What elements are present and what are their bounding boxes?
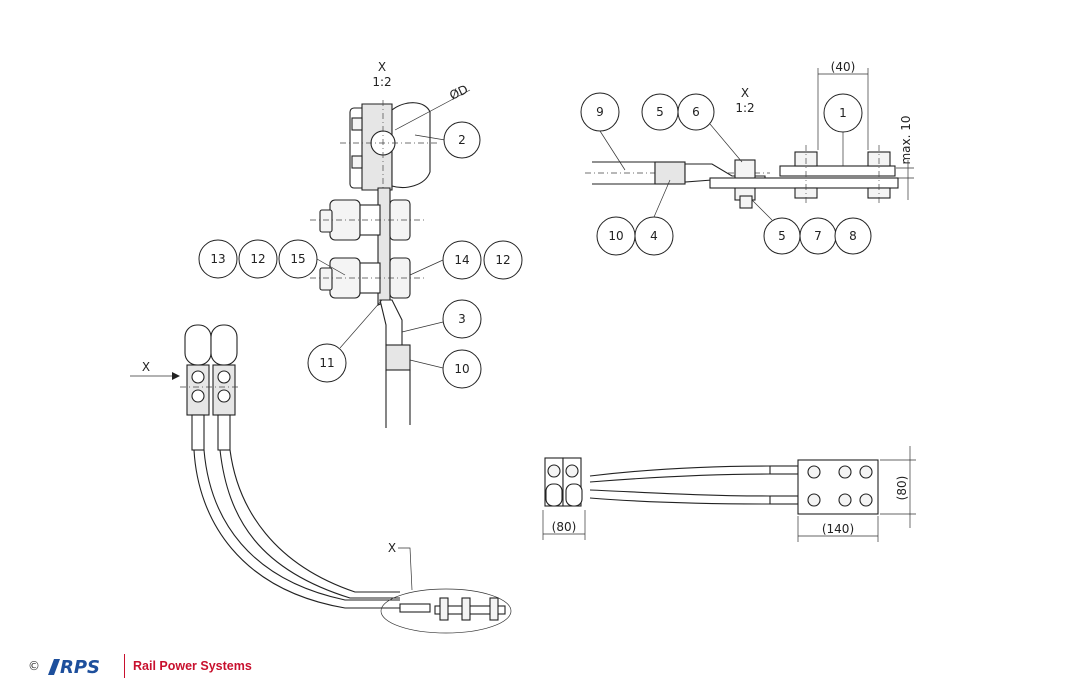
svg-text:5: 5 xyxy=(778,229,786,243)
cable xyxy=(385,369,411,428)
dim-80-side: (80) xyxy=(895,476,909,501)
svg-text:12: 12 xyxy=(250,252,265,266)
copyright-symbol: © xyxy=(28,659,40,673)
svg-text:1: 1 xyxy=(839,106,847,120)
view-arrow-x: X xyxy=(142,360,150,374)
svg-text:6: 6 xyxy=(692,105,700,119)
diameter-label: ØD xyxy=(447,82,470,103)
cable-sleeve xyxy=(385,344,411,371)
dim-80-bottom: (80) xyxy=(552,520,577,534)
footer: © RPS Rail Power Systems xyxy=(28,652,252,680)
balloon-8 xyxy=(834,217,872,255)
balloon-11 xyxy=(307,343,347,383)
balloon-2 xyxy=(443,121,481,159)
dim-140: (140) xyxy=(822,522,854,536)
detail-x-marker xyxy=(380,588,512,634)
svg-text:11: 11 xyxy=(319,356,334,370)
svg-text:10: 10 xyxy=(454,362,469,376)
svg-text:7: 7 xyxy=(814,229,822,243)
cable-lug xyxy=(379,299,403,346)
svg-text:RPS: RPS xyxy=(60,657,100,678)
cable-curve-2 xyxy=(219,449,400,599)
view-x-label: X xyxy=(378,60,386,74)
balloon-10 xyxy=(442,349,482,389)
dim-40: (40) xyxy=(831,60,856,74)
view-x-scale-2: 1:2 xyxy=(735,101,754,115)
top-view-assembly: (80) (140) (80) xyxy=(542,446,916,542)
svg-text:12: 12 xyxy=(495,253,510,267)
view-x-scale: 1:2 xyxy=(372,75,391,89)
svg-text:14: 14 xyxy=(454,253,469,267)
connecting-bar xyxy=(779,165,896,177)
svg-text:8: 8 xyxy=(849,229,857,243)
rail-plate xyxy=(709,177,899,189)
svg-text:3: 3 xyxy=(458,312,466,326)
detail-view-x: X 1:2 ØD 2 13 1 xyxy=(198,60,523,428)
overview-curved-cables: X X xyxy=(130,324,512,634)
balloon-12-left xyxy=(238,239,278,279)
max-10-label: max. 10 xyxy=(899,115,913,164)
balloon-12-right xyxy=(483,240,523,280)
footer-separator xyxy=(124,654,125,678)
svg-text:9: 9 xyxy=(596,105,604,119)
svg-text:2: 2 xyxy=(458,133,466,147)
svg-text:15: 15 xyxy=(290,252,305,266)
rps-logo-icon: RPS xyxy=(48,657,100,678)
balloon-13 xyxy=(198,239,238,279)
view-x-label-2: X xyxy=(741,86,749,100)
cable-curve-1 xyxy=(193,449,400,609)
balloon-3 xyxy=(442,299,482,339)
company-name: Rail Power Systems xyxy=(133,659,252,673)
svg-text:5: 5 xyxy=(656,105,664,119)
clamp-jaw xyxy=(391,102,431,189)
detail-x-callout: X xyxy=(388,541,396,555)
balloon-6 xyxy=(677,93,715,131)
svg-text:13: 13 xyxy=(210,252,225,266)
svg-text:4: 4 xyxy=(650,229,658,243)
detail-rail-connection: X 1:2 (40) max. 10 9 5 6 xyxy=(580,60,914,256)
svg-text:10: 10 xyxy=(608,229,623,243)
